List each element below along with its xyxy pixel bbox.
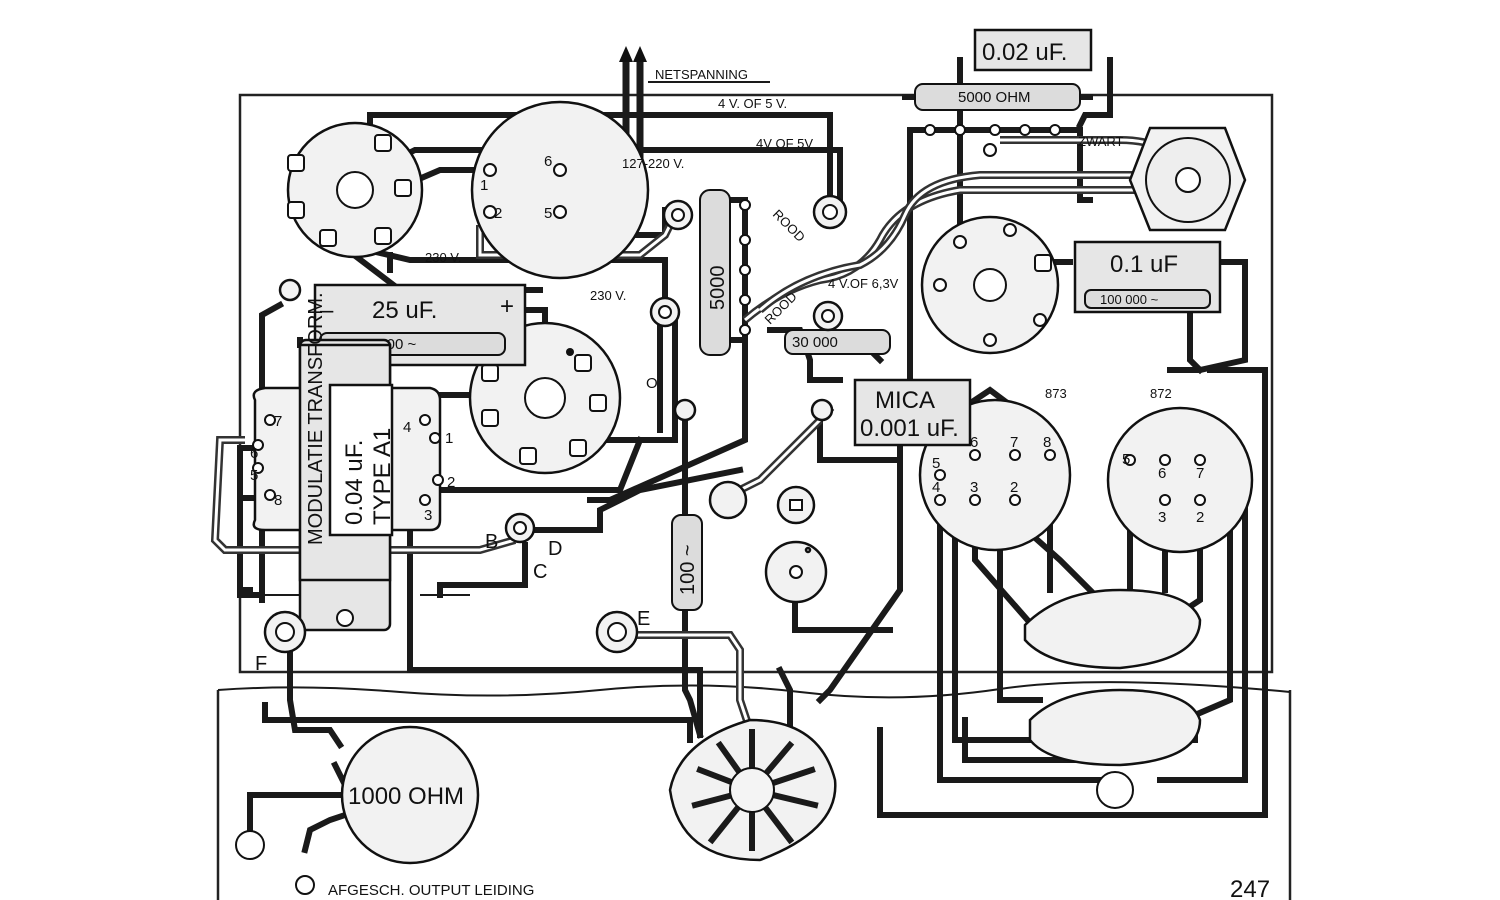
label-e: E: [637, 608, 650, 630]
valve-socket-4: [920, 215, 1060, 355]
potentiometer-label: 1000 OHM: [348, 783, 464, 810]
capacitor-0-1uf-label: 0.1 uF: [1110, 251, 1178, 278]
label-rood-1: ROOD: [770, 207, 808, 245]
pin-label: 6: [970, 434, 978, 451]
mica-label-line1: MICA: [875, 387, 935, 414]
label-127-220v: 127-220 V.: [622, 156, 684, 171]
pin-label: 2: [1010, 479, 1018, 496]
pin-label: 4: [932, 479, 940, 496]
pin-label: 3: [424, 507, 432, 524]
resistor-100-label: 100 ~: [677, 544, 699, 595]
pin-label: 2: [1196, 509, 1204, 526]
resistor-30000-label: 30 000: [792, 334, 838, 351]
resistor-5000-vertical-label: 5000: [707, 266, 729, 311]
bottom-connector: [668, 588, 1202, 862]
label-c: C: [533, 561, 547, 583]
valve-socket-1: [286, 121, 424, 259]
label-873: 873: [1045, 386, 1067, 401]
capacitor-0-02uf-label: 0.02 uF.: [982, 39, 1067, 66]
pin-label: 5: [544, 205, 552, 222]
pin-label: 6: [250, 445, 258, 462]
potentiometer-1000-ohm: 1000 OHM: [235, 725, 480, 895]
resistor-5000-ohm: 5000 OHM: [902, 83, 1093, 157]
transformer-label: MODULATIE TRANSFORM.: [305, 292, 327, 545]
resistor-100000-label: 100 000 ~: [1100, 292, 1159, 307]
label-f: F: [255, 653, 267, 675]
pin-label: 2: [447, 474, 455, 491]
pin-label: 3: [970, 479, 978, 496]
jacks: [263, 194, 848, 654]
capacitor-25uf-minus: –: [320, 297, 334, 324]
pin-label: 6: [544, 153, 552, 170]
modulation-transformer: MODULATIE TRANSFORM. 0.04 uF. TYPE A1 7 …: [250, 292, 455, 632]
shielded-cables: [210, 136, 1180, 732]
pin-label: 8: [1043, 434, 1051, 451]
resistor-30000: 30 000: [784, 329, 891, 355]
label-zwart: ZWART: [1078, 134, 1124, 149]
capacitor-mica: MICA 0.001 uF.: [853, 378, 972, 447]
pin-label: 7: [1010, 434, 1018, 451]
valve-socket-872: 5 6 7 3 2: [1106, 406, 1254, 554]
pin-label: 3: [1158, 509, 1166, 526]
resistor-5000-vertical: 5000: [699, 189, 751, 356]
valve-socket-2: 6 5 1 2: [470, 100, 650, 280]
label-4v-of-63v: 4 V.OF 6,3V: [828, 276, 899, 291]
pin-label: 1: [445, 430, 453, 447]
capacitor-0-02uf: 0.02 uF.: [973, 28, 1093, 72]
capacitor-0-04uf-label: 0.04 uF.: [341, 440, 368, 525]
label-o: O: [646, 375, 658, 392]
capacitor-25uf-plus: +: [500, 293, 514, 320]
capacitor-25uf-label: 25 uF.: [372, 297, 437, 324]
pin-label: 4: [403, 419, 411, 436]
label-b: B: [485, 531, 498, 553]
resistor-5000-ohm-label: 5000 OHM: [958, 89, 1031, 106]
capacitor-0-04uf-type: TYPE A1: [369, 428, 396, 525]
pin-label: 7: [1196, 465, 1204, 482]
pin-label: 1: [480, 177, 488, 194]
valve-socket-873: 6 7 8 5 4 3 2: [918, 398, 1072, 552]
pin-label: 6: [1158, 465, 1166, 482]
pin-label: 5: [932, 455, 940, 472]
capacitor-0-1uf: 0.1 uF 100 000 ~: [1073, 240, 1222, 314]
label-4v-of-5v-b: 4V OF 5V: [756, 136, 813, 151]
label-4v-of-5v-a: 4 V. OF 5 V.: [718, 96, 787, 111]
pin-label: 8: [274, 492, 282, 509]
label-netspanning: NETSPANNING: [655, 67, 748, 82]
mica-label-line2: 0.001 uF.: [860, 415, 959, 442]
label-872: 872: [1150, 386, 1172, 401]
pin-label: 5: [1122, 451, 1130, 468]
label-d: D: [548, 538, 562, 560]
label-output: AFGESCH. OUTPUT LEIDING: [328, 882, 534, 899]
page-number: 247: [1230, 876, 1270, 900]
output-jack: [1128, 126, 1247, 232]
label-230v-a: 230 V.: [425, 250, 461, 265]
resistor-100: 100 ~: [671, 514, 703, 611]
pin-label: 7: [274, 413, 282, 430]
pin-label: 5: [250, 467, 258, 484]
pin-label: 2: [494, 205, 502, 222]
label-230v-b: 230 V.: [590, 288, 626, 303]
